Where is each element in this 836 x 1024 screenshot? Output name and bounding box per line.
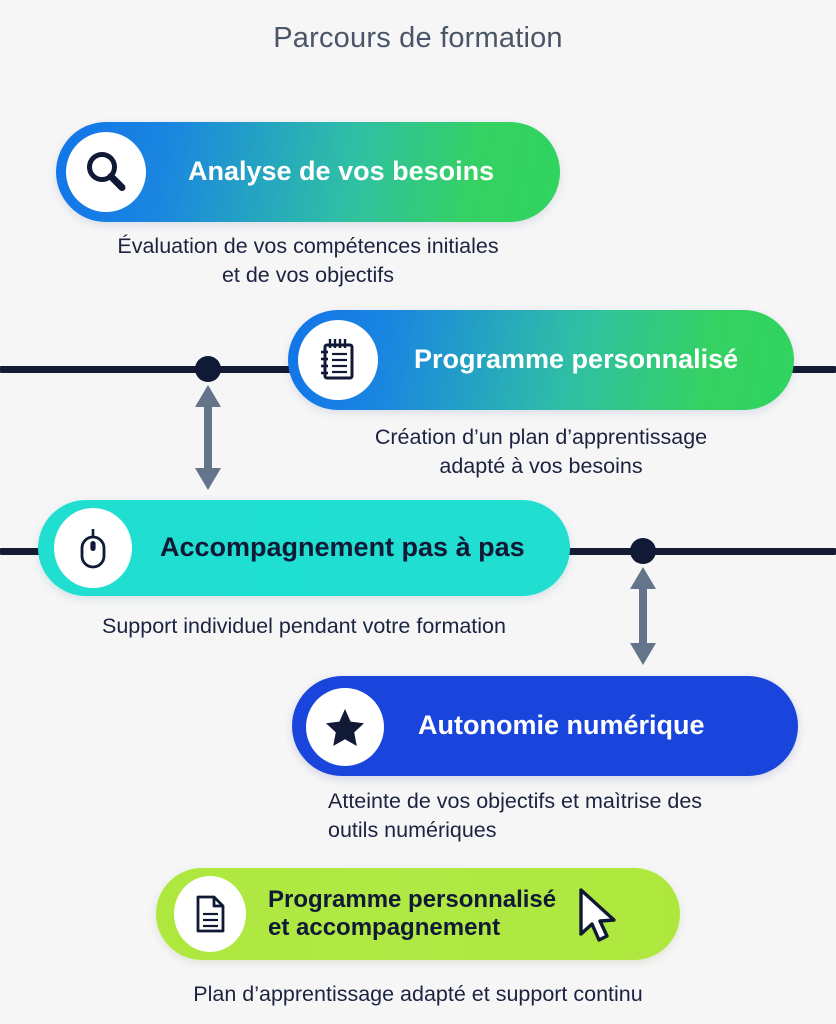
double-arrow-connector-top xyxy=(195,385,221,490)
page-title: Parcours de formation xyxy=(273,22,563,54)
step-pill-accompagnement[interactable]: Accompagnement pas à pas xyxy=(38,500,570,596)
step-label-analyse: Analyse de vos besoins xyxy=(188,156,495,187)
mouse-cursor-icon xyxy=(579,888,616,942)
magnifier-icon xyxy=(66,132,146,212)
timeline-node-bottom xyxy=(630,538,656,564)
step-caption-analyse: Évaluation de vos compétences initiales … xyxy=(117,234,499,287)
step-pill-programme-accompagnement[interactable]: Programme personnalisé et accompagnement xyxy=(156,868,680,960)
notepad-icon xyxy=(298,320,378,400)
step-caption-accompagnement: Support individuel pendant votre formati… xyxy=(102,614,506,638)
timeline-node-top xyxy=(195,356,221,382)
step-caption-programme: Création d’un plan d’apprentissage adapt… xyxy=(374,425,708,478)
step-label-accompagnement: Accompagnement pas à pas xyxy=(160,532,525,563)
step-pill-programme[interactable]: Programme personnalisé xyxy=(288,310,794,410)
star-icon xyxy=(306,688,384,766)
step-label-programme: Programme personnalisé xyxy=(414,344,739,375)
document-icon xyxy=(174,876,246,952)
step-caption-autonomie: Atteinte de vos objectifs et maìtrise de… xyxy=(328,789,703,842)
step-pill-analyse[interactable]: Analyse de vos besoins xyxy=(56,122,560,222)
step-label-programme-accompagnement: Programme personnalisé et accompagnement xyxy=(268,886,557,941)
mouse-icon xyxy=(54,508,132,588)
step-pill-autonomie[interactable]: Autonomie numérique xyxy=(292,676,798,776)
double-arrow-connector-bottom xyxy=(630,567,656,665)
step-caption-programme-accompagnement: Plan d’apprentissage adapté et support c… xyxy=(193,982,643,1006)
step-label-autonomie: Autonomie numérique xyxy=(418,710,705,741)
